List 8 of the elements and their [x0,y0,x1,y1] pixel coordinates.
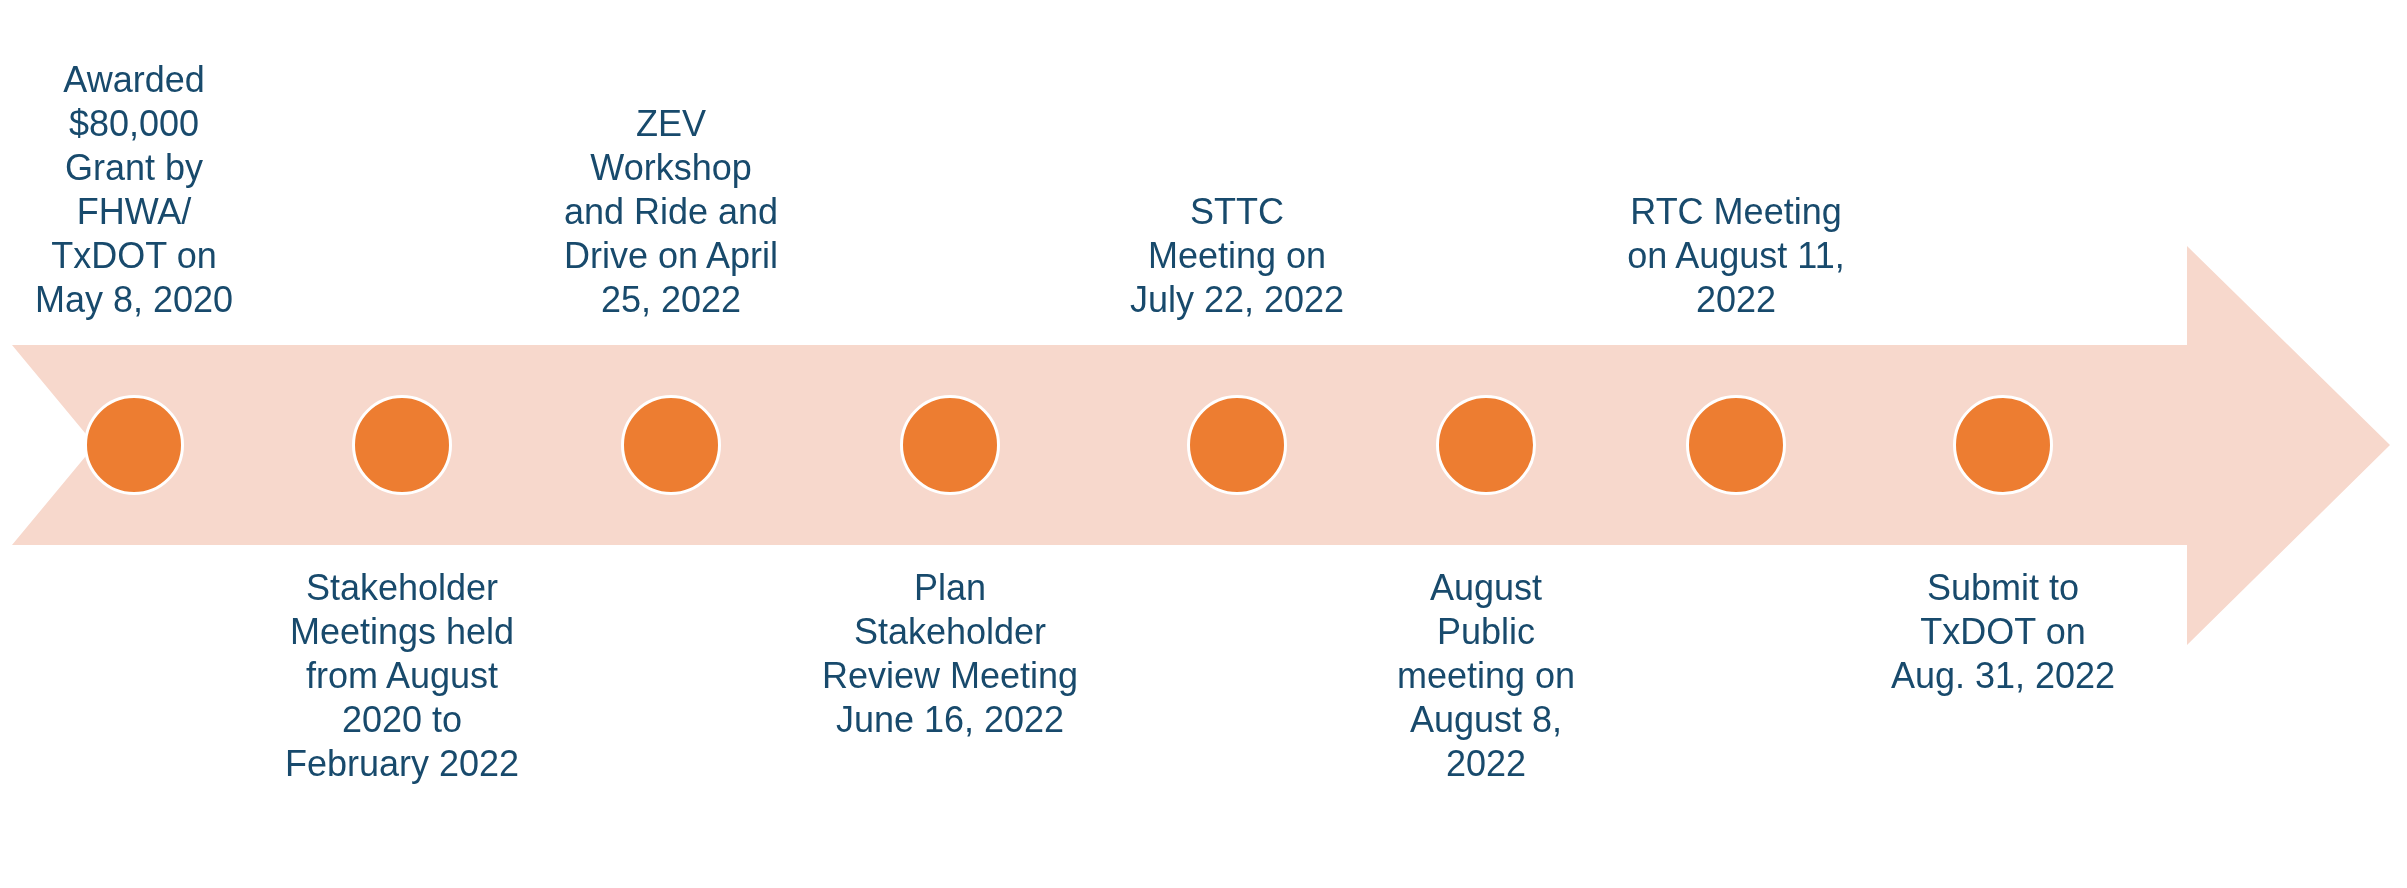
milestone-text: STTC Meeting on July 22, 2022 [1128,190,1346,322]
milestone-text: August Public meeting on August 8, 2022 [1395,566,1577,786]
milestone-text: Submit to TxDOT on Aug. 31, 2022 [1889,566,2117,698]
milestone-text: Plan Stakeholder Review Meeting June 16, 2022 [820,566,1080,742]
milestone-text: ZEV Workshop and Ride and Drive on April 25, 2022 [562,102,780,322]
milestone-text: RTC Meeting on August 11, 2022 [1626,190,1846,322]
milestone-text: Stakeholder Meetings held from August 2020 to February 2022 [283,566,521,786]
milestone-text: Awarded $80,000 Grant by FHWA/ TxDOT on May 8, 2020 [34,58,234,322]
